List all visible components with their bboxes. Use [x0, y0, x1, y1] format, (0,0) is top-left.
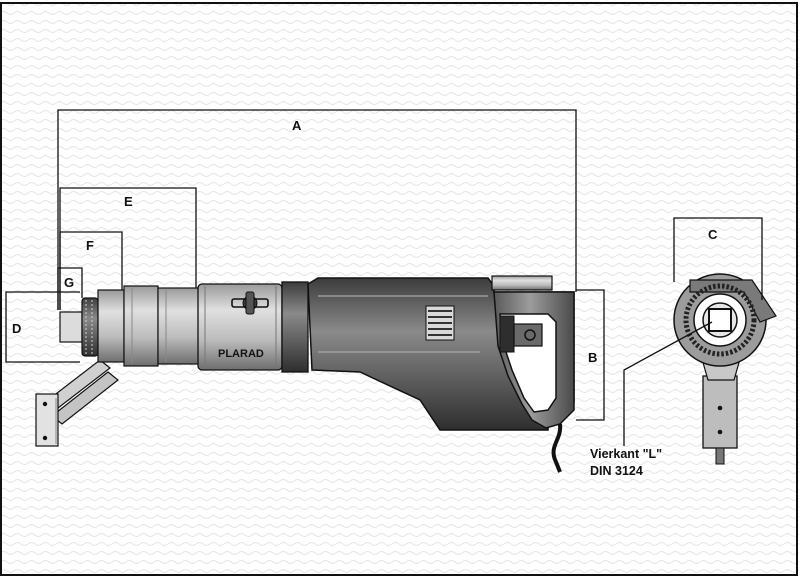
brand-logo: [231, 291, 269, 315]
reaction-arm: [35, 359, 119, 447]
label-d: D: [12, 321, 21, 336]
trigger: [499, 315, 543, 353]
gearbox-rear-section: [157, 287, 201, 365]
torque-wrench-side-view: PLARAD: [35, 275, 575, 473]
label-g: G: [64, 275, 74, 290]
square-drive-leader: [623, 321, 713, 446]
gear-ring: [81, 297, 99, 357]
handle-collar: [281, 281, 309, 373]
label-a: A: [292, 118, 302, 133]
square-drive-socket: [708, 308, 732, 332]
ventilation-slots: [425, 305, 455, 341]
brand-name: PLARAD: [218, 348, 264, 360]
front-arm-tip: [715, 447, 725, 465]
power-cable: [551, 423, 563, 473]
label-b: B: [588, 350, 597, 365]
square-drive-stub: [59, 311, 83, 343]
dimension-line-b: [576, 289, 605, 421]
label-f: F: [86, 238, 94, 253]
gearbox-front-section: [97, 289, 125, 363]
dimension-line-a: [57, 109, 577, 310]
dimension-line-g: [57, 267, 83, 310]
gearbox-middle-section: [123, 285, 159, 367]
torque-wrench-front-view: [673, 273, 777, 465]
square-drive-label-line1: Vierkant "L": [590, 447, 662, 461]
label-c: C: [708, 227, 718, 242]
dimension-lines: [5, 109, 763, 446]
dimension-line-c: [673, 217, 763, 300]
label-e: E: [124, 194, 133, 209]
square-drive-label-line2: DIN 3124: [590, 464, 643, 478]
front-reaction-arm: [702, 375, 738, 449]
motor-housing: [197, 283, 283, 371]
dimension-line-f: [59, 231, 123, 310]
dimension-line-d: [5, 291, 80, 363]
